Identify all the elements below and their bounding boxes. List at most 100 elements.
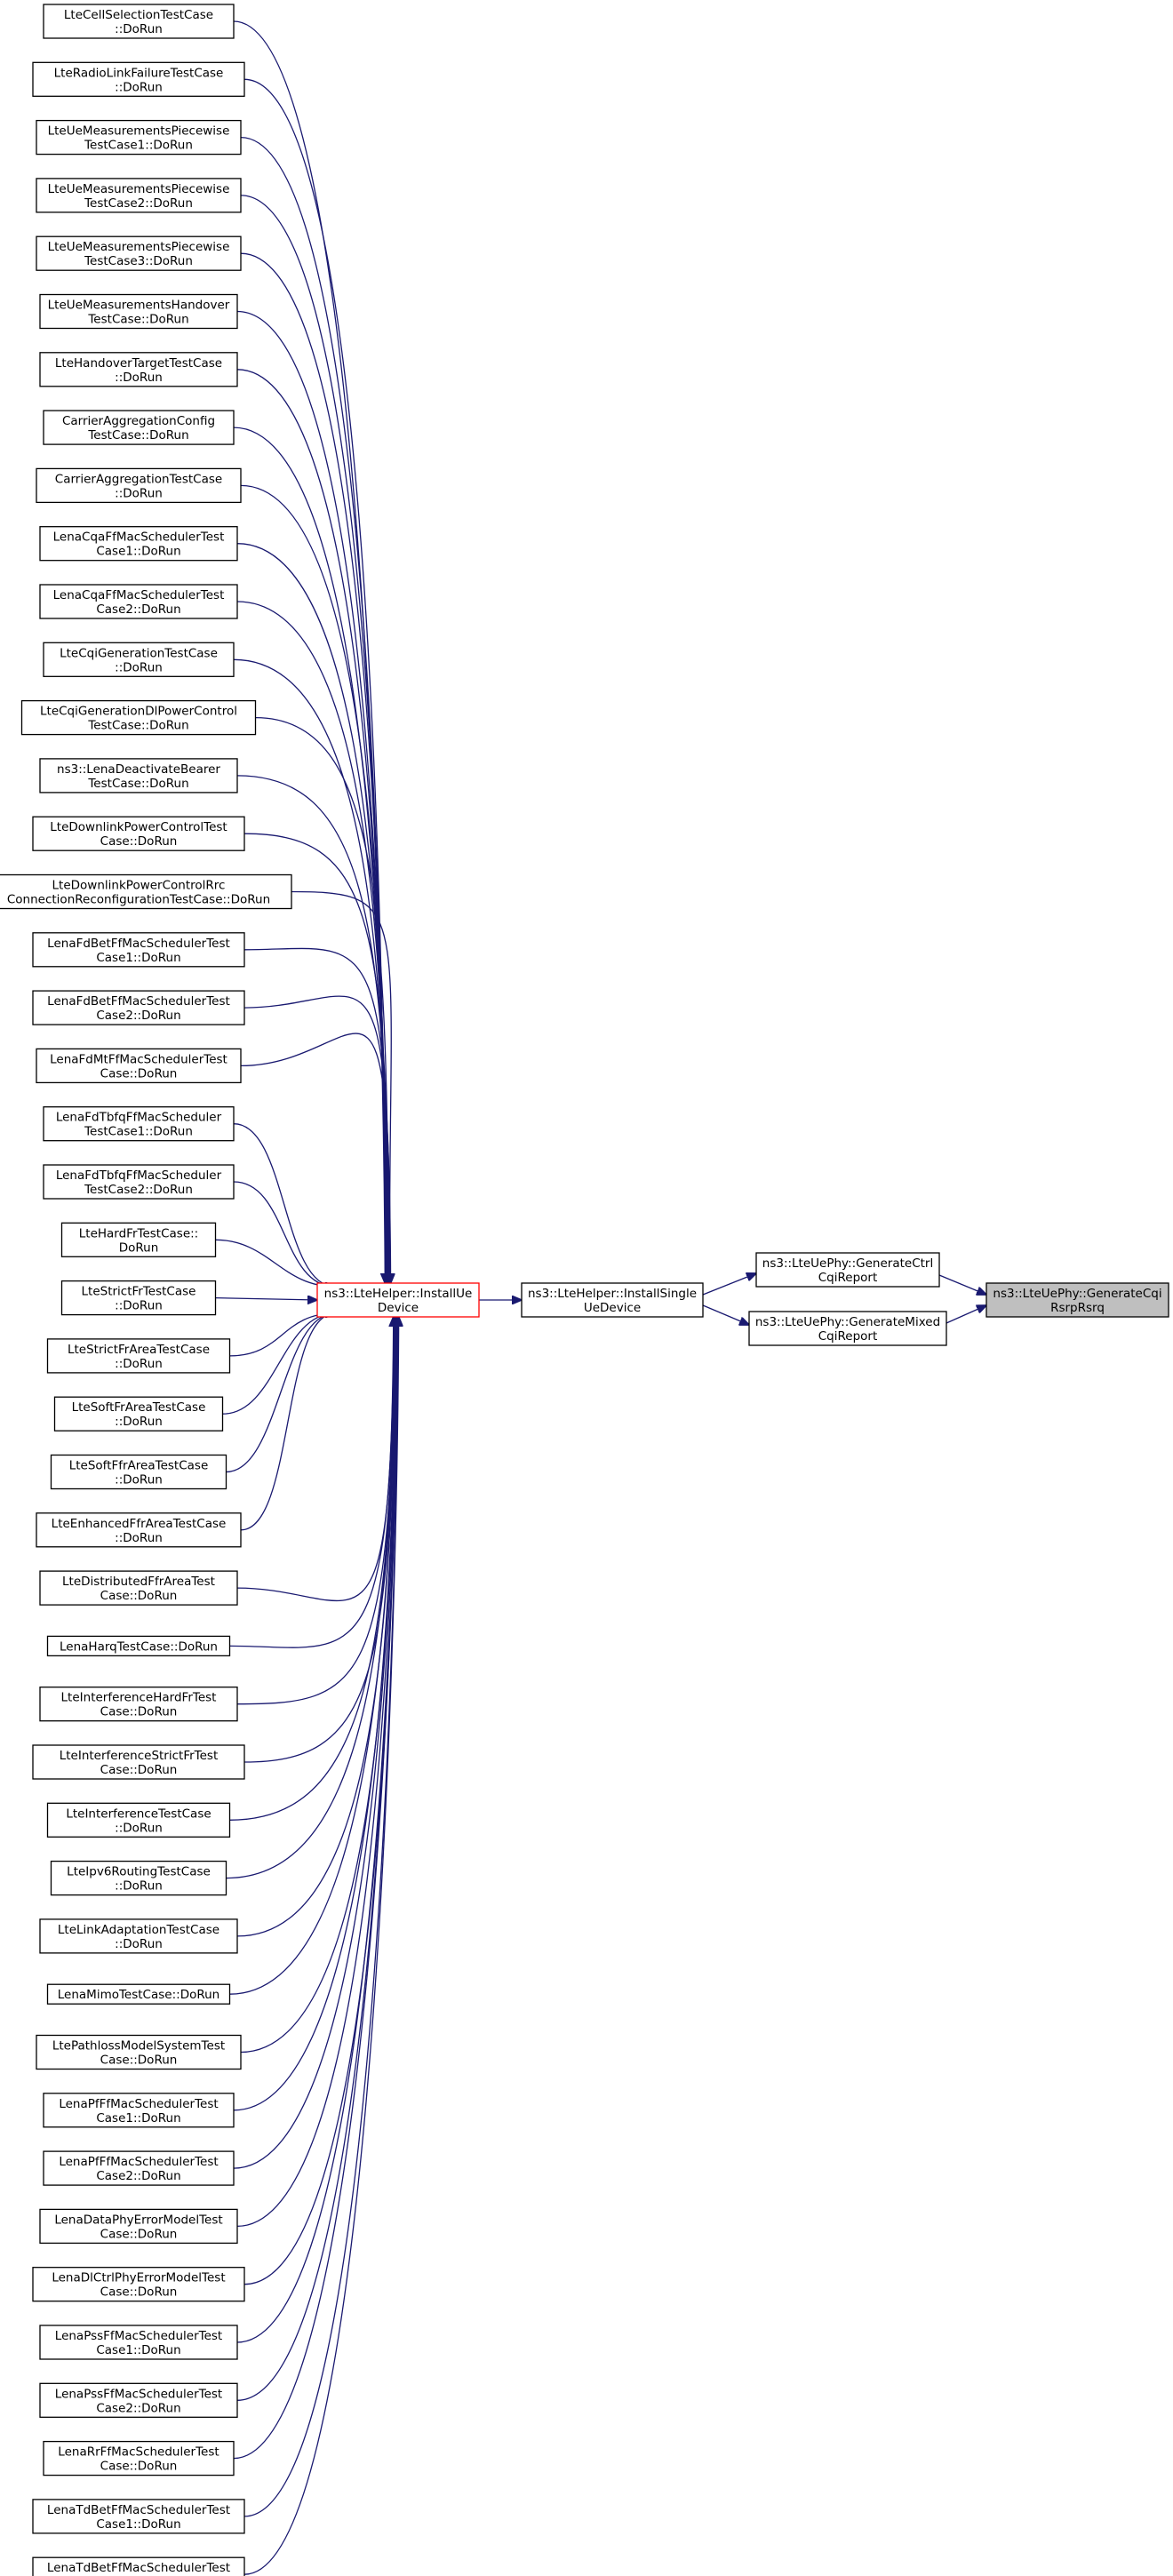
edge-install-ue-to-caller-28 (236, 1317, 394, 1602)
caller-node-8-label-line-2: TestCase::DoRun (87, 428, 188, 443)
caller-node-34-label-line-1: LteLinkAdaptationTestCase (58, 1923, 219, 1937)
caller-node-4[interactable]: LteUeMeasurementsPiecewiseTestCase2::DoR… (36, 178, 242, 213)
caller-node-36-label-line-1: LtePathlossModelSystemTest (52, 2039, 225, 2054)
caller-node-11-label-line-1: LenaCqaFfMacSchedulerTest (53, 588, 225, 602)
caller-node-22-label-line-1: LteHardFrTestCase:: (79, 1226, 198, 1240)
caller-node-3-label-line-2: TestCase1::DoRun (84, 139, 193, 153)
caller-node-24[interactable]: LteStrictFrAreaTestCase::DoRun (46, 1338, 231, 1374)
caller-node-13[interactable]: LteCqiGenerationDlPowerControlTestCase::… (20, 699, 257, 736)
caller-node-37-label-line-2: Case1::DoRun (96, 2111, 180, 2125)
caller-node-10-label-line-1: LenaCqaFfMacSchedulerTest (53, 530, 225, 545)
caller-node-28-label-line-1: LteDistributedFfrAreaTest (62, 1575, 215, 1589)
edge-install-ue-to-caller-42 (236, 1317, 398, 2401)
caller-node-3-label-line-1: LteUeMeasurementsPiecewise (48, 124, 230, 139)
caller-node-25-label-line-1: LteSoftFrAreaTestCase (72, 1400, 206, 1415)
caller-node-4-label-line-2: TestCase2::DoRun (84, 196, 193, 211)
caller-node-12[interactable]: LteCqiGenerationTestCase::DoRun (43, 642, 235, 677)
caller-node-34[interactable]: LteLinkAdaptationTestCase::DoRun (39, 1918, 238, 1954)
caller-node-2-label-line-2: ::DoRun (115, 80, 163, 94)
caller-node-5[interactable]: LteUeMeasurementsPiecewiseTestCase3::DoR… (36, 235, 242, 271)
caller-node-33[interactable]: LteIpv6RoutingTestCase::DoRun (50, 1860, 227, 1896)
caller-node-27-box (36, 1512, 242, 1548)
edge-install-ue-to-caller-45 (243, 1317, 399, 2575)
caller-node-26-box (50, 1454, 227, 1490)
caller-node-43-label-line-1: LenaRrFfMacSchedulerTest (58, 2445, 219, 2460)
edge-install-ue-to-caller-25 (222, 1313, 336, 1415)
caller-node-24-label-line-1: LteStrictFrAreaTestCase (68, 1343, 210, 1357)
caller-node-10-box (39, 526, 238, 562)
caller-node-21-box (43, 1164, 235, 1200)
caller-node-28-box (39, 1570, 238, 1606)
caller-node-4-box (36, 178, 242, 213)
edge-install-ue-to-caller-40 (243, 1317, 397, 2285)
caller-node-19-box (36, 1048, 242, 1084)
edge-install-ue-to-caller-7 (236, 369, 387, 1283)
caller-node-13-label-line-2: TestCase::DoRun (87, 719, 188, 733)
caller-node-44-label-line-1: LenaTdBetFfMacSchedulerTest (47, 2503, 230, 2517)
caller-node-26[interactable]: LteSoftFfrAreaTestCase::DoRun (50, 1454, 227, 1490)
caller-node-15-label-line-1: LteDownlinkPowerControlTest (50, 820, 227, 834)
caller-node-16[interactable]: LteDownlinkPowerControlRrcConnectionReco… (0, 873, 292, 910)
caller-node-35[interactable]: LenaMimoTestCase::DoRun (46, 1983, 231, 2005)
caller-node-6-label-line-2: TestCase::DoRun (87, 313, 188, 327)
caller-node-22[interactable]: LteHardFrTestCase::DoRun (60, 1222, 217, 1257)
caller-node-16-label-line-2: ConnectionReconfigurationTestCase::DoRun (7, 893, 270, 907)
caller-node-32[interactable]: LteInterferenceTestCase::DoRun (46, 1802, 231, 1838)
caller-node-45[interactable]: LenaTdBetFfMacSchedulerTestCase2::DoRun (32, 2556, 245, 2576)
caller-node-23[interactable]: LteStrictFrTestCase::DoRun (60, 1280, 217, 1316)
generate-cqi-rsrp-rsrq-node-label-line-2: RsrpRsrq (1050, 1301, 1105, 1315)
install-single-ue-device-node-label-line-1: ns3::LteHelper::InstallSingle (528, 1287, 697, 1301)
caller-node-16-label-line-1: LteDownlinkPowerControlRrc (52, 879, 226, 893)
caller-node-40-label-line-2: Case::DoRun (100, 2285, 178, 2300)
edge-install-ue-to-caller-13 (255, 716, 389, 1283)
caller-node-7[interactable]: LteHandoverTargetTestCase::DoRun (39, 352, 238, 387)
caller-node-32-label-line-1: LteInterferenceTestCase (66, 1806, 211, 1821)
caller-node-1[interactable]: LteCellSelectionTestCase::DoRun (43, 4, 235, 39)
caller-node-34-box (39, 1918, 238, 1954)
edge-install-ue-to-caller-5 (240, 252, 387, 1283)
caller-node-39-label-line-1: LenaDataPhyErrorModelTest (54, 2213, 222, 2227)
caller-node-29[interactable]: LenaHarqTestCase::DoRun (46, 1635, 231, 1657)
caller-node-9[interactable]: CarrierAggregationTestCase::DoRun (36, 467, 242, 504)
caller-node-25[interactable]: LteSoftFrAreaTestCase::DoRun (53, 1396, 224, 1432)
caller-node-42-box (39, 2382, 238, 2418)
caller-node-5-box (36, 235, 242, 271)
caller-node-2[interactable]: LteRadioLinkFailureTestCase::DoRun (32, 61, 245, 97)
caller-node-39-box (39, 2208, 238, 2245)
caller-node-27[interactable]: LteEnhancedFfrAreaTestCase::DoRun (36, 1512, 242, 1548)
caller-node-37-box (43, 2093, 235, 2128)
caller-node-3[interactable]: LteUeMeasurementsPiecewiseTestCase1::DoR… (36, 119, 242, 156)
caller-node-5-label-line-1: LteUeMeasurementsPiecewise (48, 240, 230, 254)
caller-node-12-box (43, 642, 235, 677)
caller-node-40-box (32, 2267, 245, 2302)
caller-node-18-label-line-1: LenaFdBetFfMacSchedulerTest (47, 994, 230, 1009)
